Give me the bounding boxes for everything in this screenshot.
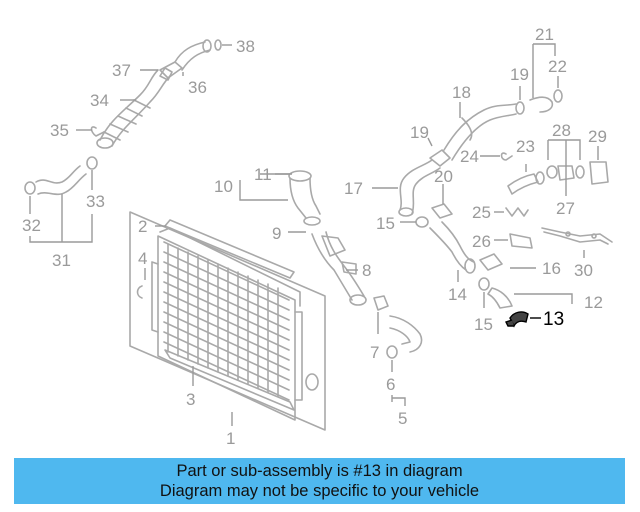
label-8: 8 <box>362 261 371 280</box>
intercooler <box>129 211 326 431</box>
charge-pipe-center <box>288 170 423 359</box>
label-21: 21 <box>535 25 554 44</box>
label-38: 38 <box>236 37 255 56</box>
label-5: 5 <box>398 409 407 428</box>
label-1: 1 <box>226 429 235 448</box>
label-14: 14 <box>448 285 467 304</box>
label-27: 27 <box>556 199 575 218</box>
label-15a: 15 <box>376 214 395 233</box>
label-17: 17 <box>344 179 363 198</box>
label-35: 35 <box>50 121 69 140</box>
banner-line-1: Part or sub-assembly is #13 in diagram <box>176 462 463 480</box>
label-25: 25 <box>472 203 491 222</box>
label-16: 16 <box>542 259 561 278</box>
right-small-parts <box>500 152 613 249</box>
part-13-highlight[interactable] <box>505 311 529 328</box>
label-6: 6 <box>386 375 395 394</box>
label-18: 18 <box>452 83 471 102</box>
label-36: 36 <box>188 78 207 97</box>
label-13: 13 <box>543 309 564 330</box>
label-11: 11 <box>254 165 272 184</box>
charge-pipe-upper <box>398 89 563 217</box>
label-30: 30 <box>574 261 593 280</box>
label-15b: 15 <box>474 315 493 334</box>
label-23: 23 <box>516 137 535 156</box>
label-7: 7 <box>370 343 379 362</box>
label-29: 29 <box>588 127 607 146</box>
label-2: 2 <box>138 217 147 236</box>
label-33: 33 <box>86 192 105 211</box>
label-19b: 19 <box>510 65 529 84</box>
label-3: 3 <box>186 390 195 409</box>
label-26: 26 <box>472 232 491 251</box>
label-28: 28 <box>552 121 571 140</box>
label-20: 20 <box>434 167 453 186</box>
label-4: 4 <box>138 249 147 268</box>
label-12: 12 <box>584 293 603 312</box>
label-34: 34 <box>90 91 109 110</box>
label-22: 22 <box>548 57 567 76</box>
info-banner: Part or sub-assembly is #13 in diagram D… <box>14 458 625 504</box>
label-32: 32 <box>22 216 41 235</box>
label-10: 10 <box>214 177 233 196</box>
intake-hose-assembly <box>90 39 222 149</box>
label-19a: 19 <box>410 123 429 142</box>
banner-line-2: Diagram may not be specific to your vehi… <box>159 482 480 500</box>
label-24: 24 <box>460 147 479 166</box>
parts-diagram: 38 36 37 34 35 32 33 31 2 4 3 1 <box>22 25 613 448</box>
charge-pipe-lower-right <box>415 203 513 309</box>
label-31: 31 <box>52 251 71 270</box>
label-37: 37 <box>112 61 131 80</box>
label-9: 9 <box>272 224 281 243</box>
small-hose-31 <box>24 156 98 196</box>
